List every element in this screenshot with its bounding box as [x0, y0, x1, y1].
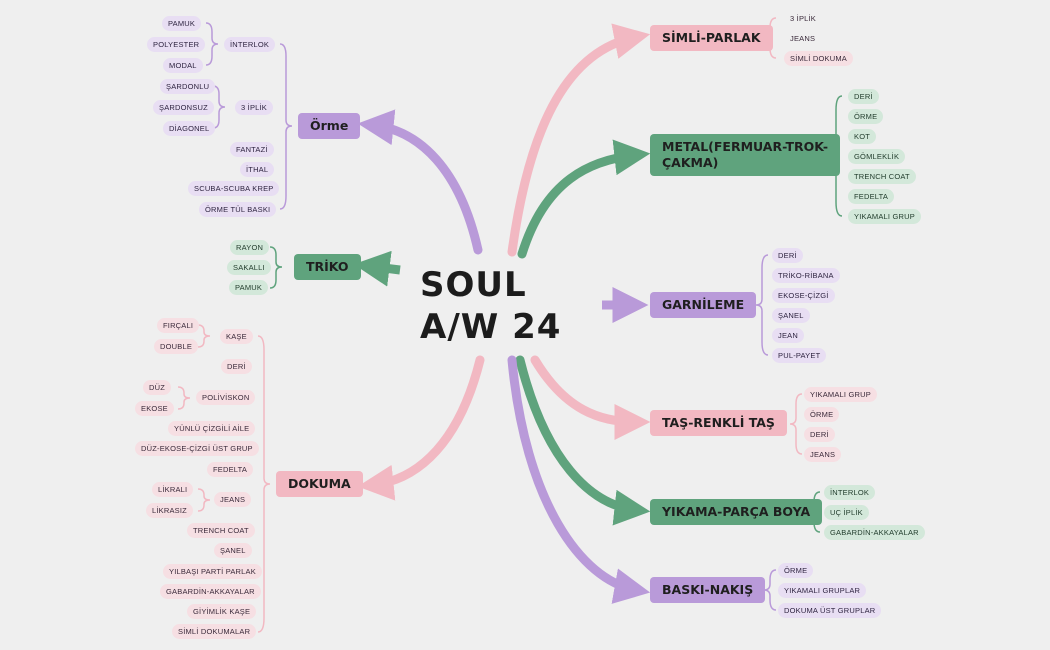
subtopic-tas-3[interactable]: DERİ: [804, 427, 835, 442]
topic-garnileme[interactable]: GARNİLEME: [650, 292, 757, 318]
subtopic-yikama-2[interactable]: UÇ İPLİK: [824, 505, 869, 520]
subtopic-metal-6[interactable]: FEDELTA: [848, 189, 895, 204]
subtopic-orme-4[interactable]: ÖRME TÜL BASKI: [199, 202, 277, 217]
subtopic-kase-2[interactable]: DOUBLE: [154, 339, 199, 354]
subtopic-dokuma-5[interactable]: GİYİMLİK KAŞE: [187, 604, 257, 619]
topic-metal[interactable]: METAL(FERMUAR-TROK- ÇAKMA): [650, 134, 841, 176]
subtopic-dokuma-deri[interactable]: DERİ: [221, 359, 252, 374]
subtopic-orme-1[interactable]: FANTAZİ: [230, 142, 274, 157]
subtopic-poliviskon-1[interactable]: DÜZ: [143, 380, 172, 395]
subtopic-jeans-1[interactable]: LİKRALI: [152, 482, 194, 497]
subtopic-tas-4[interactable]: JEANS: [804, 447, 842, 462]
branch-orme: [357, 109, 483, 255]
subtopic-dokuma-2[interactable]: ŞANEL: [214, 543, 252, 558]
subtopic-dokuma-6[interactable]: SİMLİ DOKUMALAR: [172, 624, 257, 639]
topic-metal-line-2: ÇAKMA): [662, 155, 719, 170]
subtopic-dokuma-fedelta[interactable]: FEDELTA: [207, 462, 254, 477]
subtopic-garnileme-2[interactable]: TRİKO-RİBANA: [772, 268, 840, 283]
subtopic-garnileme-6[interactable]: PUL-PAYET: [772, 348, 827, 363]
subtopic-dokuma-jeans[interactable]: JEANS: [214, 492, 252, 507]
subtopic-metal-4[interactable]: GÖMLEKLİK: [848, 149, 906, 164]
branch-dokuma: [357, 355, 485, 501]
subtopic-metal-3[interactable]: KOT: [848, 129, 877, 144]
subtopic-triko-2[interactable]: SAKALLI: [227, 260, 271, 275]
subtopic-poliviskon-2[interactable]: EKOSE: [135, 401, 174, 416]
subtopic-dokuma-kase[interactable]: KAŞE: [220, 329, 253, 344]
subtopic-dokuma-4[interactable]: GABARDİN-AKKAYALAR: [160, 584, 261, 599]
subtopic-kase-1[interactable]: FIRÇALI: [157, 318, 200, 333]
branch-simli: [507, 23, 651, 257]
central-topic[interactable]: SOUL A/W 24: [420, 264, 570, 348]
subtopic-3iplik-1[interactable]: ŞARDONLU: [160, 79, 216, 94]
subtopic-dokuma-poliviskon[interactable]: POLİVİSKON: [196, 390, 256, 405]
subtopic-garnileme-5[interactable]: JEAN: [772, 328, 804, 343]
subtopic-baski-2[interactable]: YIKAMALI GRUPLAR: [778, 583, 867, 598]
topic-baski-nakis[interactable]: BASKI-NAKIŞ: [650, 577, 766, 603]
subtopic-yikama-1[interactable]: İNTERLOK: [824, 485, 876, 500]
subtopic-dokuma-duz-ekose[interactable]: DÜZ-EKOSE-ÇİZGİ ÜST GRUP: [135, 441, 259, 456]
branch-tas: [530, 355, 651, 440]
subtopic-orme-2[interactable]: İTHAL: [240, 162, 275, 177]
branch-triko: [353, 250, 401, 287]
subtopic-interlok-2[interactable]: POLYESTER: [147, 37, 206, 52]
subtopic-garnileme-3[interactable]: EKOSE-ÇİZGİ: [772, 288, 835, 303]
subtopic-baski-1[interactable]: ÖRME: [778, 563, 814, 578]
subtopic-baski-3[interactable]: DOKUMA ÜST GRUPLAR: [778, 603, 882, 618]
subtopic-simli-3[interactable]: SİMLİ DOKUMA: [784, 51, 853, 66]
topic-dokuma[interactable]: DOKUMA: [276, 471, 363, 497]
subtopic-orme-interlok[interactable]: İNTERLOK: [224, 37, 276, 52]
branch-yikama: [515, 355, 651, 526]
topic-metal-line-1: METAL(FERMUAR-TROK-: [662, 139, 829, 154]
subtopic-garnileme-1[interactable]: DERİ: [772, 248, 803, 263]
topic-triko[interactable]: TRİKO: [294, 254, 361, 280]
subtopic-simli-1[interactable]: 3 İPLİK: [790, 14, 816, 23]
subtopic-dokuma-yunlu[interactable]: YÜNLÜ ÇİZGİLİ AİLE: [168, 421, 256, 436]
subtopic-dokuma-1[interactable]: TRENCH COAT: [187, 523, 255, 538]
subtopic-orme-3-iplik[interactable]: 3 İPLİK: [235, 100, 273, 115]
subtopic-interlok-1[interactable]: PAMUK: [162, 16, 202, 31]
subtopic-triko-1[interactable]: RAYON: [230, 240, 270, 255]
subtopic-3iplik-3[interactable]: DİAGONEL: [163, 121, 216, 136]
subtopic-tas-2[interactable]: ÖRME: [804, 407, 840, 422]
subtopic-orme-3[interactable]: SCUBA-SCUBA KREP: [188, 181, 280, 196]
central-topic-line-1: SOUL: [420, 265, 527, 305]
subtopic-metal-2[interactable]: ÖRME: [848, 109, 884, 124]
subtopic-metal-5[interactable]: TRENCH COAT: [848, 169, 916, 184]
central-topic-line-2: A/W 24: [420, 307, 562, 347]
subtopic-interlok-3[interactable]: MODAL: [163, 58, 203, 73]
topic-yikama-parca-boya[interactable]: YIKAMA-PARÇA BOYA: [650, 499, 823, 525]
subtopic-3iplik-2[interactable]: ŞARDONSUZ: [153, 100, 214, 115]
subtopic-yikama-3[interactable]: GABARDİN-AKKAYALAR: [824, 525, 925, 540]
subtopic-simli-2[interactable]: JEANS: [790, 34, 816, 43]
branch-baski: [507, 355, 651, 604]
topic-simli-parlak[interactable]: SİMLİ-PARLAK: [650, 25, 773, 51]
subtopic-metal-1[interactable]: DERİ: [848, 89, 879, 104]
topic-orme[interactable]: Örme: [298, 113, 361, 139]
topic-tas-renkli-tas[interactable]: TAŞ-RENKLİ TAŞ: [650, 410, 787, 436]
branch-metal: [517, 139, 651, 259]
subtopic-garnileme-4[interactable]: ŞANEL: [772, 308, 810, 323]
subtopic-triko-3[interactable]: PAMUK: [229, 280, 269, 295]
subtopic-jeans-2[interactable]: LİKRASIZ: [146, 503, 193, 518]
subtopic-tas-1[interactable]: YIKAMALI GRUP: [804, 387, 877, 402]
subtopic-dokuma-3[interactable]: YILBAŞI PARTİ PARLAK: [163, 564, 262, 579]
subtopic-metal-7[interactable]: YIKAMALI GRUP: [848, 209, 921, 224]
